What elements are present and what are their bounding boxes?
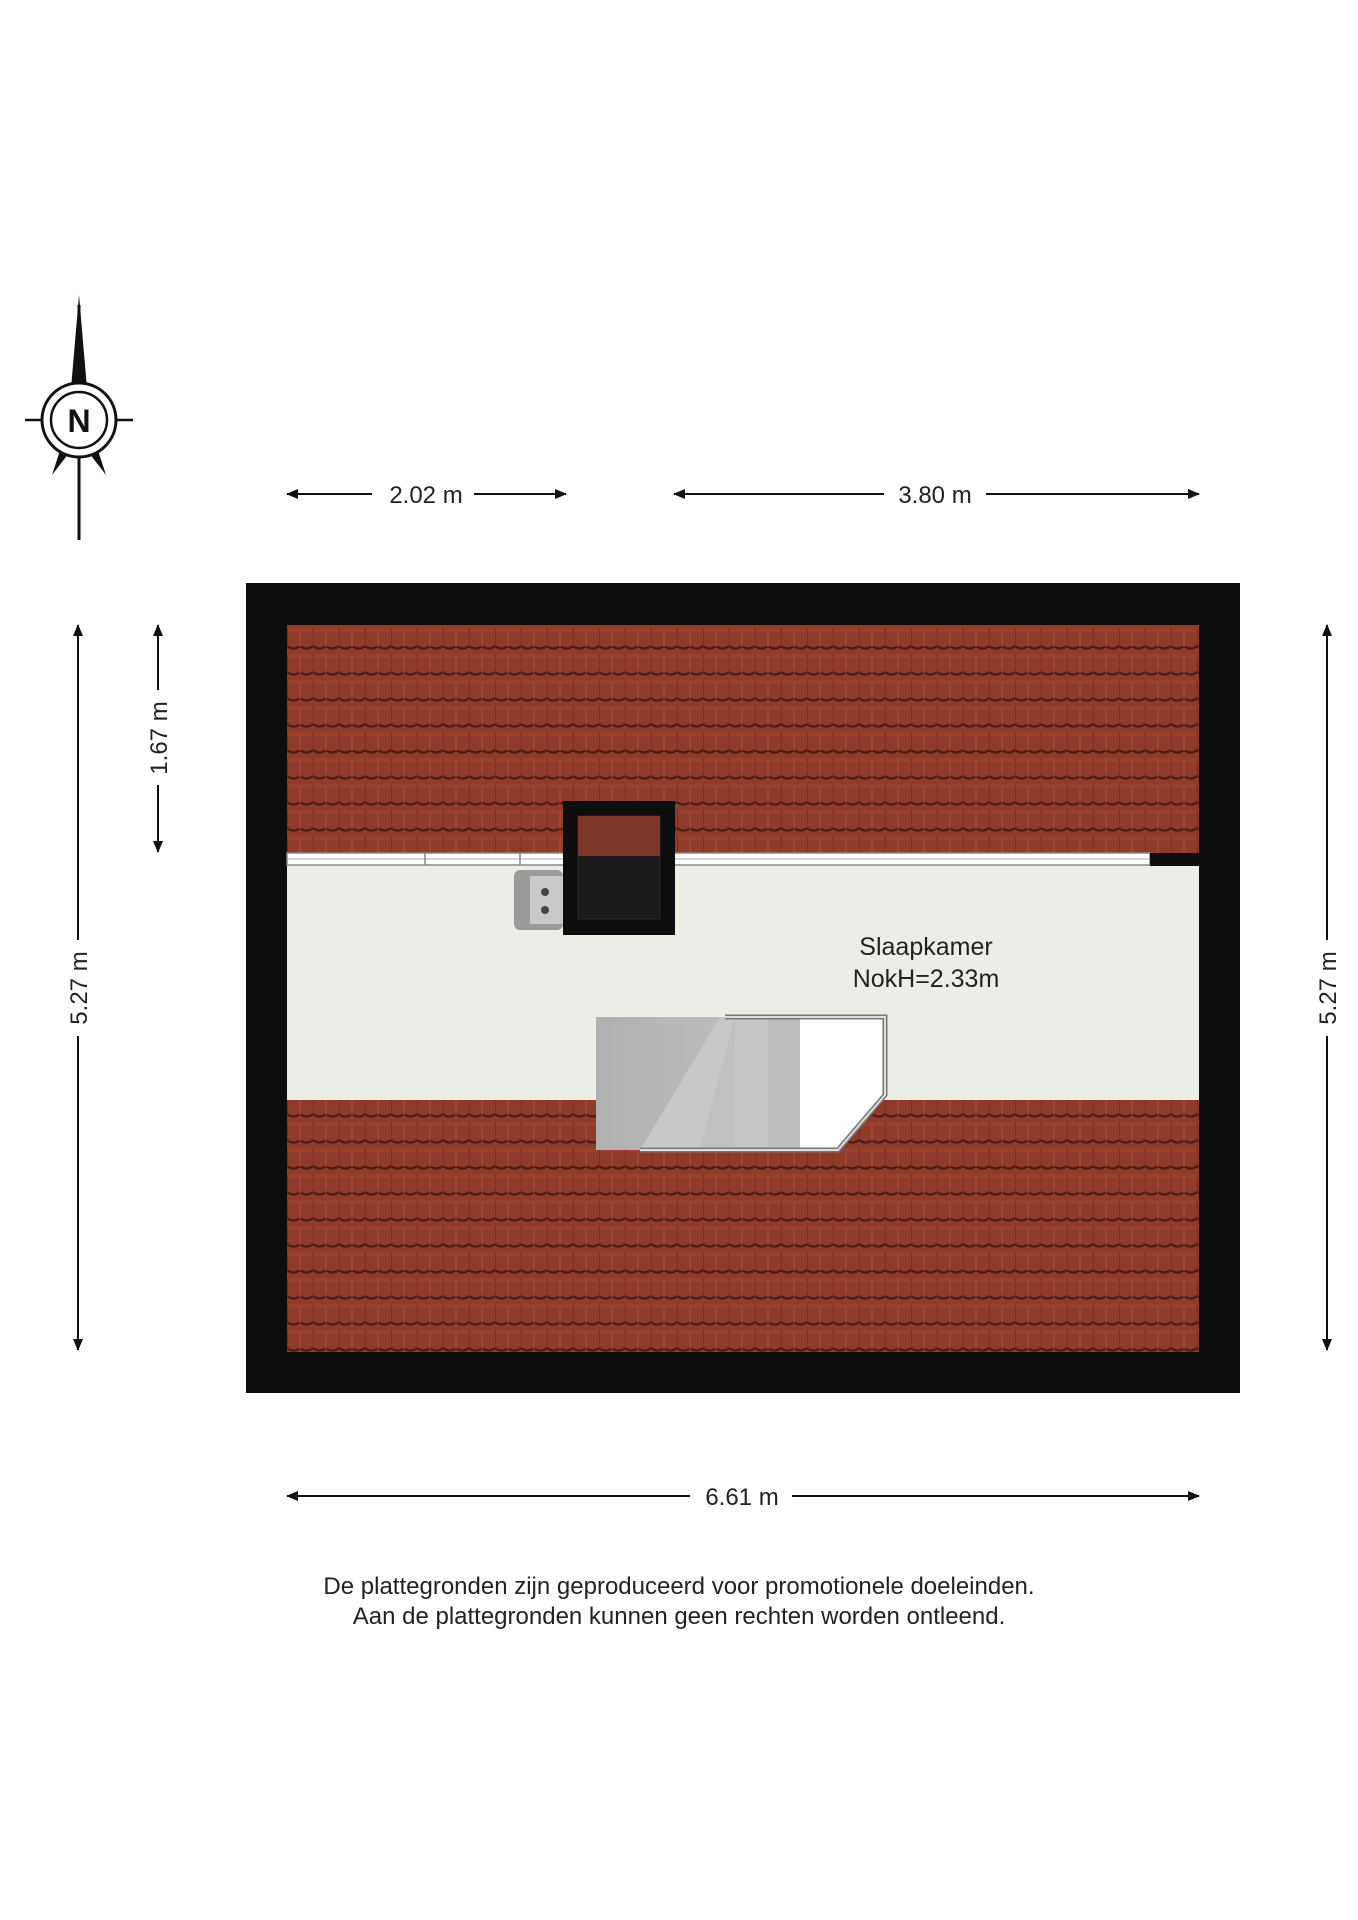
dimension-right-full: 5.27 m: [1315, 624, 1342, 1351]
dimension-label: 1.67 m: [146, 701, 173, 774]
staircase: [596, 1014, 888, 1153]
boiler-knob-icon: [541, 906, 549, 914]
dimension-label: 5.27 m: [1315, 951, 1342, 1024]
dimension-left-full: 5.27 m: [66, 624, 93, 1351]
dimension-bottom: 6.61 m: [286, 1484, 1200, 1511]
disclaimer-line-2: Aan de plattegronden kunnen geen rechten…: [352, 1603, 1006, 1630]
disclaimer-line-1: De plattegronden zijn geproduceerd voor …: [323, 1573, 1035, 1600]
dimension-label: 2.02 m: [389, 482, 462, 509]
dimension-label: 5.27 m: [66, 951, 93, 1024]
dimension-top-right: 3.80 m: [673, 482, 1200, 509]
wall-boiler: [514, 870, 563, 930]
roof-top: [287, 625, 1199, 853]
window-strip: [286, 852, 1199, 866]
roof-hatch: [563, 801, 675, 935]
compass-ring-inner: [49, 390, 109, 450]
compass: N: [25, 295, 133, 540]
dimension-label: 3.80 m: [898, 482, 971, 509]
dimension-left-small: 1.67 m: [146, 624, 173, 853]
room-name: Slaapkamer: [859, 933, 992, 961]
compass-letter: N: [67, 403, 90, 439]
room-height: NokH=2.33m: [853, 965, 1000, 993]
dimension-top-left: 2.02 m: [286, 482, 567, 509]
dimension-label: 6.61 m: [705, 1484, 778, 1511]
boiler-knob-icon: [541, 888, 549, 896]
